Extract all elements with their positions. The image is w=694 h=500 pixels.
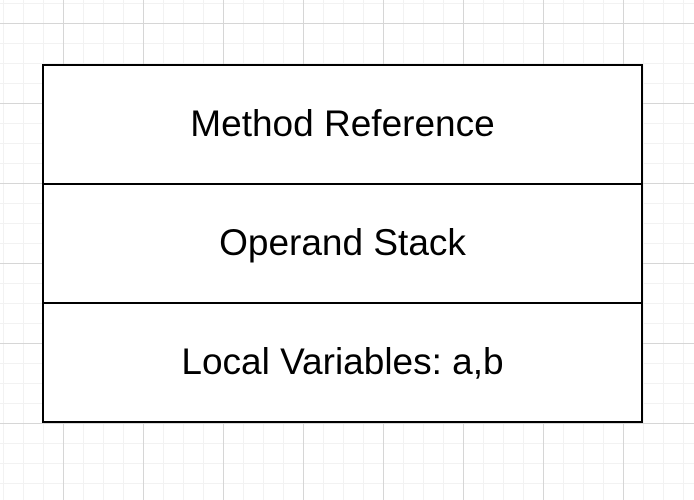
frame-cell-label-local-variables: Local Variables: a,b xyxy=(181,341,504,383)
frame-cell-method-reference[interactable]: Method Reference xyxy=(44,66,641,183)
frame-cell-label-operand-stack: Operand Stack xyxy=(219,222,466,264)
frame-cell-label-method-reference: Method Reference xyxy=(190,103,495,145)
stack-frame-shape[interactable]: Method Reference Operand Stack Local Var… xyxy=(42,64,643,423)
frame-cell-operand-stack[interactable]: Operand Stack xyxy=(44,183,641,302)
frame-cell-local-variables[interactable]: Local Variables: a,b xyxy=(44,302,641,421)
